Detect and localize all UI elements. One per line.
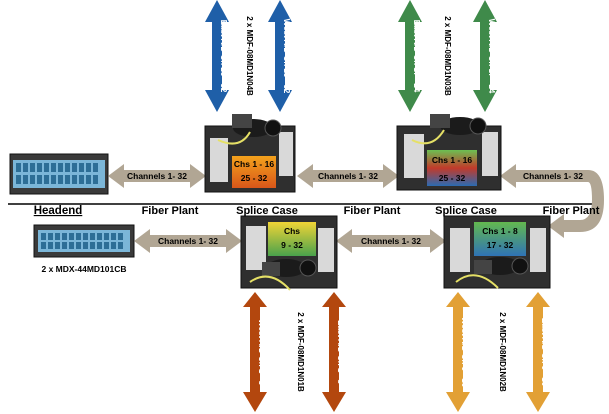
splice-tr-line1: Chs 1 - 16 xyxy=(432,155,472,165)
text-br-east: East A/D Ch 9 - 16 xyxy=(540,318,549,387)
arrow-br-west xyxy=(446,292,470,412)
arrow-br-east xyxy=(526,292,550,412)
text-tr-west: West A/D Ch 17 - 24 xyxy=(487,19,496,94)
splice-case-top-left xyxy=(204,114,296,193)
arrow-bl-west xyxy=(243,292,267,412)
arrow-tl-west xyxy=(268,0,292,112)
splice-tr-line2: 25 - 32 xyxy=(439,173,466,183)
label-fiber-plant-3: Fiber Plant xyxy=(543,205,600,217)
splice-case-bottom-left xyxy=(240,215,338,291)
text-tl-model: 2 x MDF-08MD1N04B xyxy=(245,16,254,96)
link-arrow-top-mid xyxy=(297,164,399,188)
link-arrow-bottom-mid xyxy=(336,229,446,253)
splice-bl-line1: Chs xyxy=(284,226,300,236)
text-tl-east: East A/D Ch 25 - 32 xyxy=(219,20,228,93)
link-label-bottom-mid: Channels 1- 32 xyxy=(361,236,421,246)
arrow-bl-east xyxy=(322,292,346,412)
link-arrow-bottom-left xyxy=(134,229,242,253)
link-arrow-curve xyxy=(560,170,604,232)
splice-br-line2: 17 - 32 xyxy=(487,240,514,250)
link-arrow-top-left xyxy=(108,164,206,188)
mdx-chassis xyxy=(33,224,135,258)
link-arrow-top-right xyxy=(500,164,588,188)
text-tr-east: East A/D Ch 17 - 24 xyxy=(412,20,421,93)
splice-br-line1: Chs 1 - 8 xyxy=(482,226,518,236)
splice-tl-line2: 25 - 32 xyxy=(241,173,268,183)
text-br-model: 2 x MDF-08MD1N02B xyxy=(498,312,507,392)
label-splice-case-1: Splice Case xyxy=(236,205,298,217)
splice-tl-line1: Chs 1 - 16 xyxy=(234,159,274,169)
label-fiber-plant-1: Fiber Plant xyxy=(142,205,199,217)
arrow-tr-west xyxy=(473,0,497,112)
label-mdx: 2 x MDX-44MD101CB xyxy=(41,264,126,274)
text-br-west: West A/D Ch 9 - 16 xyxy=(460,317,469,388)
arrow-tl-east xyxy=(205,0,229,112)
link-label-top-right: Channels 1- 32 xyxy=(523,171,583,181)
splice-case-bottom-right xyxy=(443,215,551,289)
link-label-top-left: Channels 1- 32 xyxy=(127,171,187,181)
text-tr-model: 2 x MDF-08MD1N03B xyxy=(443,16,452,96)
text-bl-east: East A/D Ch 1 - 8 xyxy=(336,320,345,384)
label-fiber-plant-2: Fiber Plant xyxy=(344,205,401,217)
text-bl-west: West A/D Ch 1 - 8 xyxy=(257,319,266,385)
label-headend: Headend xyxy=(34,205,83,217)
splice-bl-line2: 9 - 32 xyxy=(281,240,303,250)
arrow-tr-east xyxy=(398,0,422,112)
text-bl-model: 2 x MDF-08MD1N01B xyxy=(296,312,305,392)
link-label-top-mid: Channels 1- 32 xyxy=(318,171,378,181)
headend-chassis xyxy=(9,153,109,195)
text-tl-west: West A/D Ch 25 - 32 xyxy=(282,19,291,94)
splice-case-top-right xyxy=(396,114,502,191)
link-label-bottom-left: Channels 1- 32 xyxy=(158,236,218,246)
label-splice-case-2: Splice Case xyxy=(435,205,497,217)
